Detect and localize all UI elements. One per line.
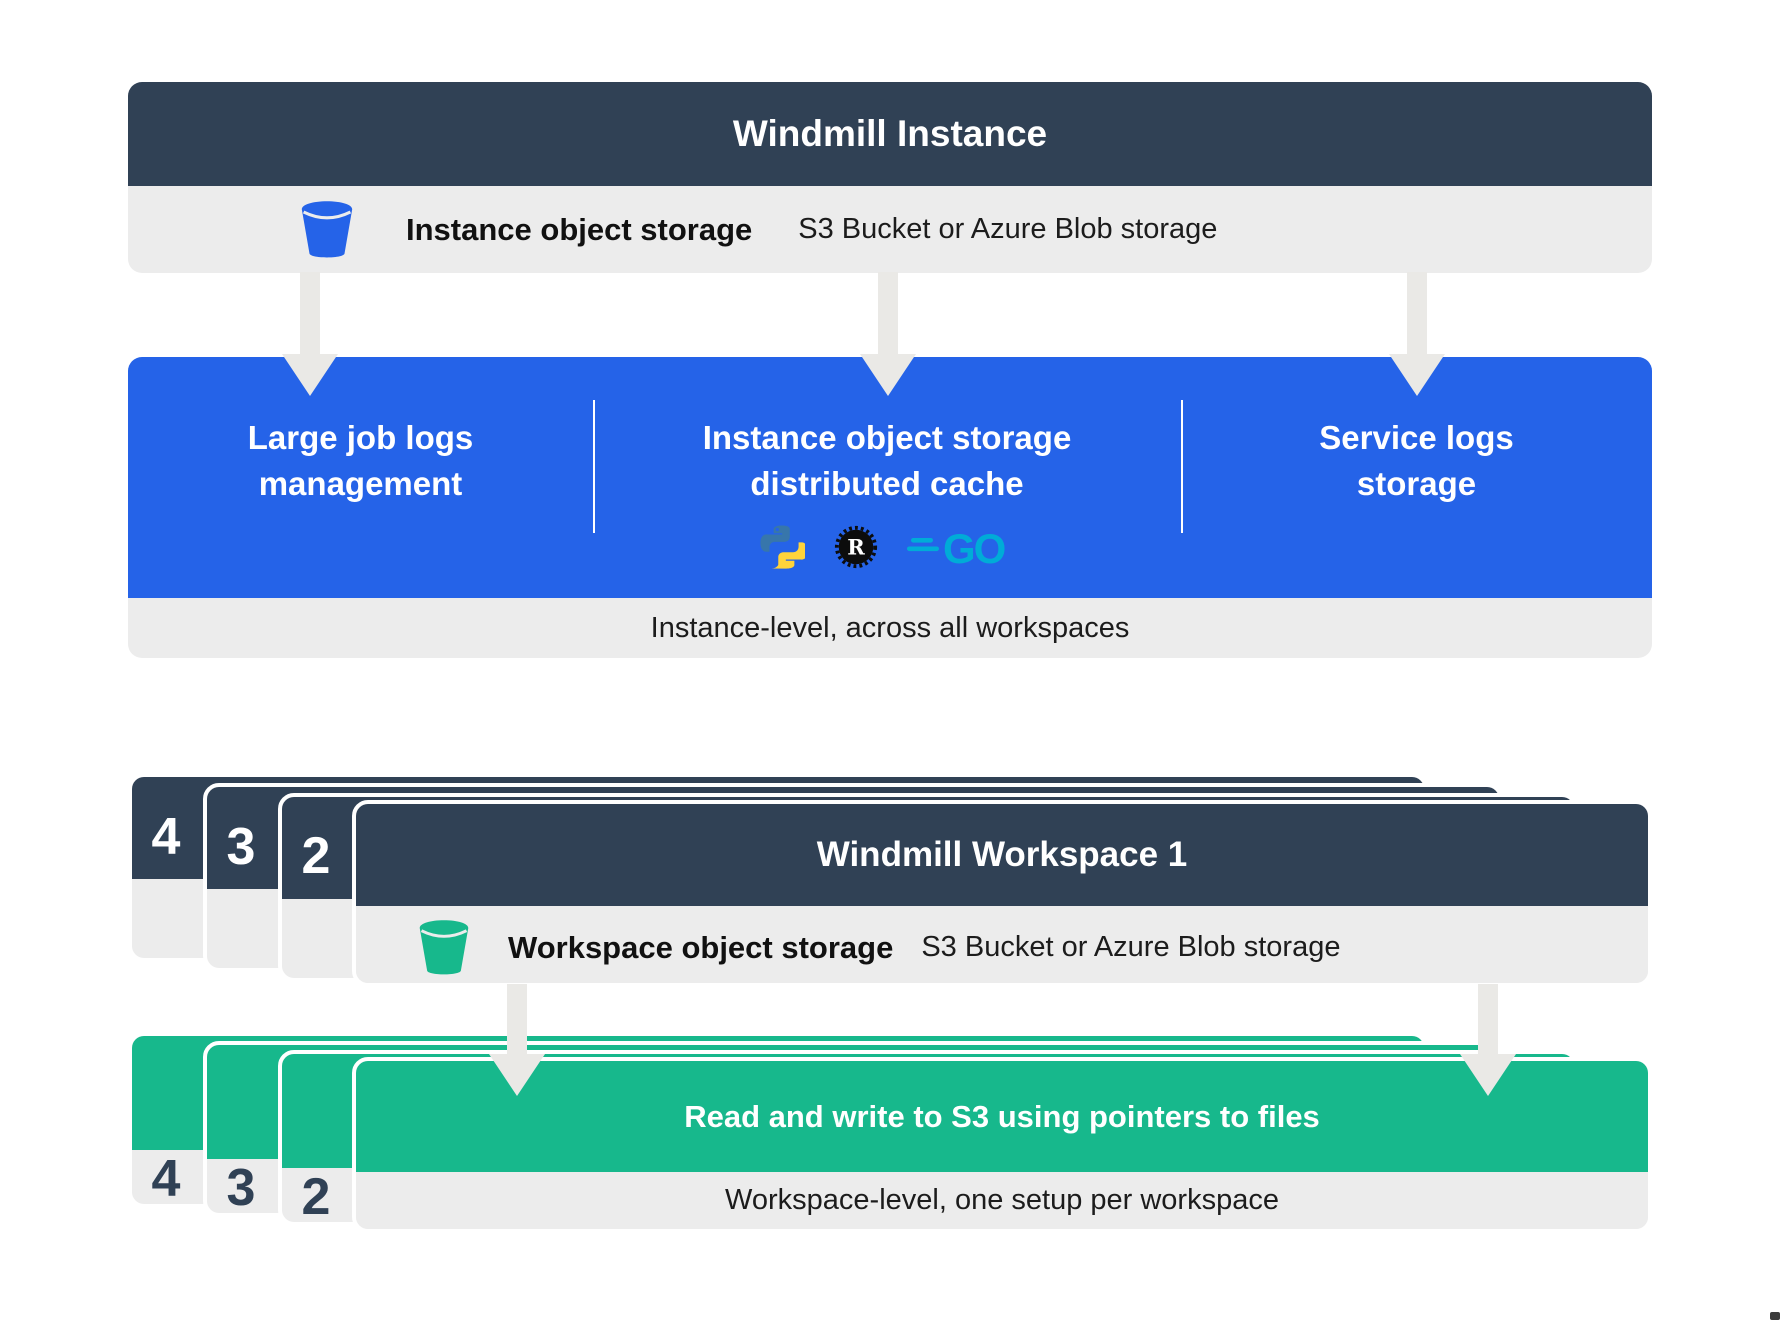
instance-storage-label: Instance object storage [406, 211, 753, 247]
instance-card: Windmill Instance Instance object storag… [128, 82, 1652, 273]
instance-storage-row: Instance object storage S3 Bucket or Azu… [128, 186, 1652, 273]
workspace-stack-number-3: 3 [226, 818, 256, 876]
down-arrow-icon [860, 272, 916, 396]
down-arrow-icon [489, 984, 545, 1096]
s3-access-title-panel: Read and write to S3 using pointers to f… [356, 1061, 1648, 1172]
feature-large-job-logs: Large job logs management [128, 415, 593, 507]
workspace-stack-number-2: 2 [301, 827, 331, 885]
feature-line: storage [1356, 465, 1477, 502]
feature-line: distributed cache [750, 465, 1024, 502]
instance-scope-footer: Instance-level, across all workspaces [128, 598, 1652, 658]
divider [1181, 400, 1183, 533]
feature-line: Large job logs [247, 419, 474, 456]
language-logos-row: R GO [593, 520, 1181, 574]
feature-service-logs: Service logs storage [1181, 415, 1652, 507]
workspace-title: Windmill Workspace 1 [816, 835, 1188, 874]
s3-stack-number-4: 4 [151, 1150, 181, 1208]
bucket-icon [419, 919, 469, 974]
workspace-header: Windmill Workspace 1 [356, 804, 1648, 906]
workspace-card-1: Windmill Workspace 1 Workspace object st… [352, 800, 1652, 987]
svg-text:R: R [847, 535, 865, 560]
workspace-storage-label: Workspace object storage [508, 929, 894, 965]
instance-title: Windmill Instance [732, 113, 1048, 154]
svg-text:GO: GO [943, 525, 1005, 569]
down-arrow-icon [1460, 984, 1516, 1096]
feature-line: management [258, 465, 463, 502]
instance-features-panel: Large job logs management Instance objec… [128, 357, 1652, 598]
s3-access-title: Read and write to S3 using pointers to f… [684, 1098, 1320, 1134]
feature-line: Instance object storage [702, 419, 1072, 456]
instance-storage-sub: S3 Bucket or Azure Blob storage [798, 213, 1218, 245]
workspace-storage-sub: S3 Bucket or Azure Blob storage [921, 931, 1341, 963]
s3-access-card-1: Read and write to S3 using pointers to f… [352, 1057, 1652, 1233]
instance-header: Windmill Instance [128, 82, 1652, 186]
bucket-icon [301, 200, 353, 257]
s3-stack-number-2: 2 [301, 1168, 331, 1226]
instance-scope-text: Instance-level, across all workspaces [650, 611, 1130, 644]
corner-artifact [1770, 1312, 1780, 1320]
feature-line: Service logs [1319, 419, 1514, 456]
workspace-scope-footer: Workspace-level, one setup per workspace [356, 1172, 1648, 1229]
divider [593, 400, 595, 533]
python-icon [760, 525, 805, 569]
rust-icon: R [834, 525, 878, 569]
feature-distributed-cache: Instance object storage distributed cach… [593, 415, 1181, 507]
instance-features-card: Large job logs management Instance objec… [128, 357, 1652, 658]
down-arrow-icon [1389, 272, 1445, 396]
s3-stack-number-3: 3 [226, 1159, 256, 1217]
workspace-scope-text: Workspace-level, one setup per workspace [725, 1184, 1279, 1216]
workspace-stack-number-4: 4 [151, 808, 181, 866]
down-arrow-icon [282, 272, 338, 396]
go-icon: GO [907, 525, 1007, 569]
workspace-storage-row: Workspace object storage S3 Bucket or Az… [356, 906, 1648, 983]
